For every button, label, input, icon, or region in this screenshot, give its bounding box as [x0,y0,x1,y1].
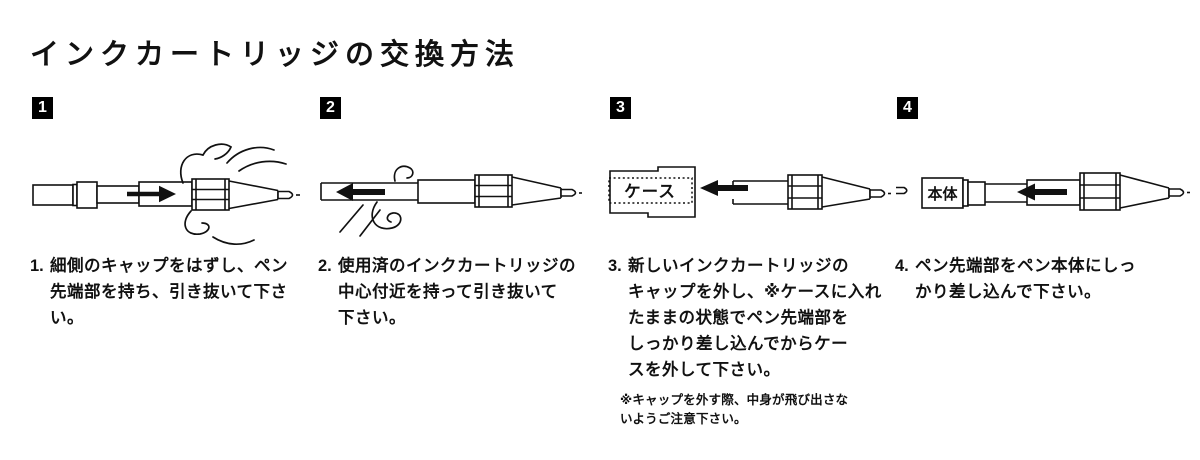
hand-icon [179,143,287,245]
step-3-badge: 3 [610,97,631,119]
step-4-number-label: 4. [895,257,909,275]
hand-icon [339,165,414,237]
pen-grip [191,178,230,211]
pen-grip [474,174,513,208]
arrow-left-icon [336,183,385,201]
pen-neck [985,183,1027,203]
step-3-caution-note: ※キャップを外す際、中身が飛び出さな いようご注意下さい。 [620,393,849,426]
step-4-text-block: 4. ペン先端部をペン本体にしっ かり差し込んで下さい。 [895,253,1180,305]
step-1-instruction: 細側のキャップをはずし、ペン 先端部を持ち、引き抜いて下さ い。 [50,257,288,327]
step-4-illustration: 本体 [896,172,1190,211]
cartridge-tube [320,182,418,201]
step-3-instruction: 新しいインクカートリッジの キャップを外し、※ケースに入れ たままの状態でペン先… [628,257,882,379]
pen-barrel-with-cap [32,181,98,209]
step-4-badge: 4 [897,97,918,119]
pen-grip [1079,172,1121,211]
step-2-text-block: 2. 使用済のインクカートリッジの 中心付近を持って引き抜いて 下さい。 [318,253,603,331]
step-3-text-block: 3. 新しいインクカートリッジの キャップを外し、※ケースに入れ たままの状態で… [608,253,893,429]
step-4-instruction: ペン先端部をペン本体にしっ かり差し込んで下さい。 [915,257,1136,301]
arrow-left-icon [1017,183,1067,201]
pen-body-label: 本体 [927,185,958,203]
step-1-text-block: 1. 細側のキャップをはずし、ペン 先端部を持ち、引き抜いて下さ い。 [30,253,315,331]
step-column-4: 4 本体 4. ペン先端 [895,95,1190,445]
step-1-number-label: 1. [30,257,44,275]
step-1-badge: 1 [32,97,53,119]
step-3-illustration: ケース [608,166,891,218]
step-2-instruction: 使用済のインクカートリッジの 中心付近を持って引き抜いて 下さい。 [338,257,576,327]
pen-tip [1119,174,1190,209]
step-column-1: 1 [30,95,322,445]
pen-grip [787,174,823,210]
case-label: ケース [624,182,676,201]
pen-tip [511,176,582,206]
pen-tip [821,176,891,208]
step-column-3: 3 ケース 3. 新しいインクカートリッジの キャップを外し、※ケース [608,95,900,445]
pen-tip [228,180,300,210]
pen-body: 本体 [921,177,986,209]
arrow-right-icon [127,185,176,203]
step-3-number-label: 3. [608,257,622,275]
step-2-badge: 2 [320,97,341,119]
step-2-illustration [320,165,582,237]
cartridge-tube [732,180,788,205]
cartridge-body [417,179,476,204]
arrow-left-icon [700,180,748,196]
page-title: インクカートリッジの交換方法 [30,39,521,71]
step-column-2: 2 2. 使用済のインクカートリッジ [318,95,610,445]
step-1-illustration [32,143,300,245]
step-2-number-label: 2. [318,257,332,275]
case-outline: ケース [608,166,696,218]
pen-end-cap [896,186,908,195]
